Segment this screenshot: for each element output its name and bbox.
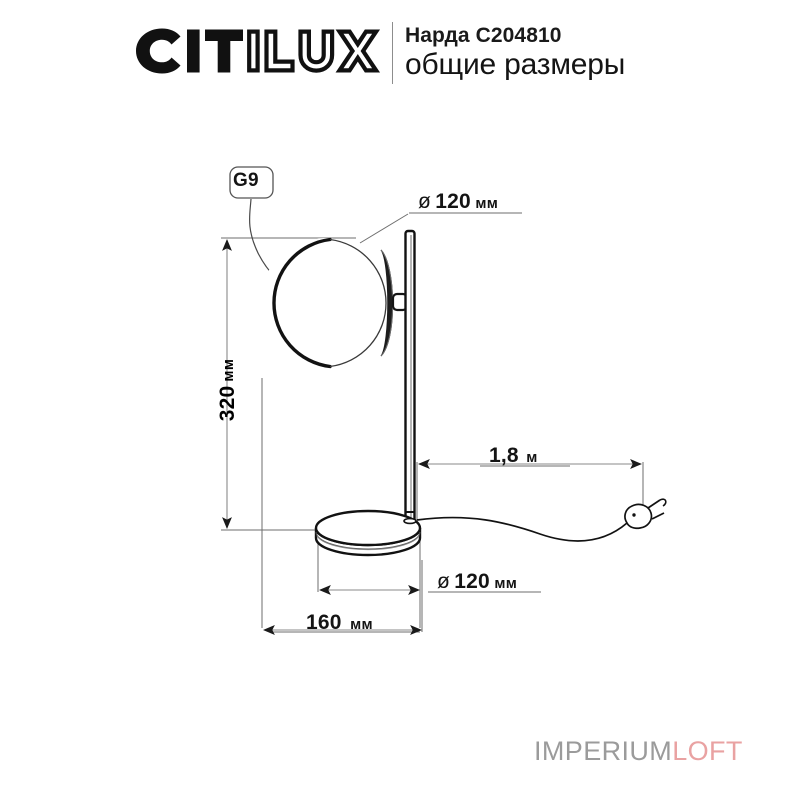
model-name: Нарда C204810 [405, 24, 562, 47]
dimension-unit: мм [350, 616, 373, 633]
socket-callout[interactable] [229, 166, 297, 296]
drawing-subtitle: общие размеры [405, 48, 626, 81]
dimension-label-base-diameter: ø 120 мм [437, 570, 517, 594]
imperiumloft-logo-accent: LOFT [672, 736, 743, 766]
socket-callout-box[interactable] [229, 166, 274, 199]
dimension-unit: мм [475, 195, 499, 212]
imperiumloft-logo-primary: IMPERIUM [534, 736, 673, 766]
plug-icon [624, 498, 667, 530]
dimension-label-overall-width: 160 мм [306, 611, 373, 635]
dimension-label-cord-length: 1,8 м [489, 444, 538, 468]
citilux-wordmark-logo [132, 22, 382, 80]
dimension-unit: мм [219, 358, 237, 382]
globe-shade [260, 237, 409, 369]
dimension-label-total-height: 320 мм [183, 345, 273, 435]
dimension-label-shade-diameter: ø 120 мм [418, 190, 498, 214]
dimension-value: 1,8 [489, 444, 519, 467]
power-cord [416, 516, 628, 542]
dimension-value: 120 [435, 190, 471, 213]
dimension-value: 120 [454, 570, 490, 593]
base-disc [314, 509, 422, 557]
dimension-unit: м [526, 449, 538, 466]
page-header: Нарда C204810 общие размеры [0, 0, 800, 110]
dimension-unit: мм [494, 575, 518, 592]
lamp-stem [404, 229, 416, 531]
dimension-value: 160 [306, 611, 342, 634]
imperiumloft-logo: IMPERIUMLOFT [534, 736, 743, 767]
diameter-icon: ø [418, 190, 431, 213]
header-divider [392, 22, 393, 84]
socket-callout-label: G9 [233, 170, 259, 191]
diameter-icon: ø [437, 570, 450, 593]
dimension-value: 320 [216, 385, 239, 422]
